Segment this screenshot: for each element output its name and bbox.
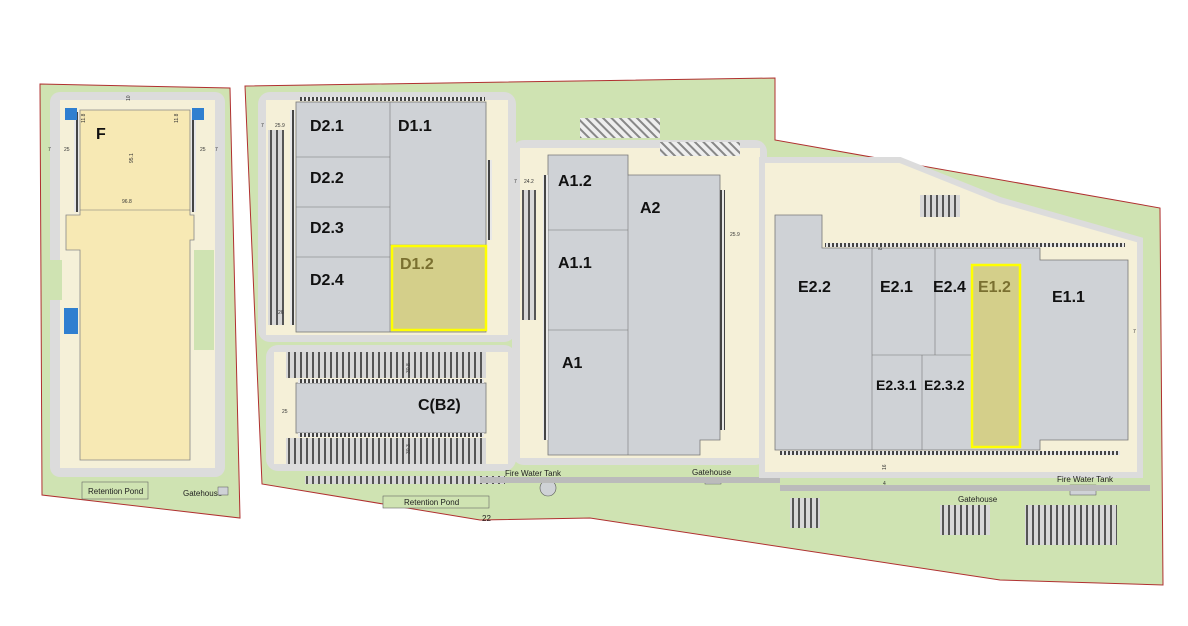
unit-label-c-b2: C(B2) [418, 397, 461, 414]
dim-a-7: 7 [514, 179, 517, 185]
unit-label-e1-1: E1.1 [1052, 289, 1085, 306]
docks-e-top [825, 243, 1125, 247]
docks-f-right [191, 112, 196, 212]
dim-f-7-right: 7 [215, 147, 218, 153]
block-a: A1.2 A2 A1.1 A1 24.2 7 25.9 Fire Water T… [480, 118, 780, 497]
unit-label-a2: A2 [640, 200, 661, 217]
docks-f-left [74, 112, 79, 212]
gatehouse-e-label: Gatehouse [958, 495, 998, 504]
dim-f-25-left: 25 [64, 147, 70, 153]
dim-c-25: 25 [282, 409, 288, 415]
docks-d-left [290, 110, 295, 325]
docks-c-top [298, 379, 484, 383]
retention-pond-c-label: Retention Pond [404, 498, 459, 507]
retention-pond-c [382, 495, 490, 509]
gatehouse-a-label: Gatehouse [692, 468, 732, 477]
parking-c-bottom [286, 438, 486, 464]
gatehouse-f [217, 486, 229, 496]
dim-e-4: 4 [883, 481, 886, 487]
unit-label-d1-2: D1.2 [400, 256, 434, 273]
dim-d-25-9: 25.9 [275, 123, 285, 129]
dim-e-7: 7 [1133, 329, 1136, 335]
docks-d-top [300, 97, 485, 101]
unit-label-e2-1: E2.1 [880, 279, 913, 296]
parking-strip-south [305, 476, 505, 484]
dim-e-22: 22 [482, 514, 491, 523]
unit-label-d2-4: D2.4 [310, 272, 344, 289]
parking-a-top-2 [660, 142, 740, 156]
block-d: D2.1 D1.1 D2.2 D2.3 D2.4 D1.2 25.9 26 7 [258, 92, 516, 342]
dim-d-7: 7 [261, 123, 264, 129]
dim-f-11-8-left: 11.8 [81, 113, 87, 123]
unit-d1-2-highlight [390, 244, 488, 332]
parking-e-south-1 [790, 498, 820, 528]
unit-label-d2-2: D2.2 [310, 170, 344, 187]
block-c: C(B2) 30.8 30.3 25 Retention Pond 22 [266, 345, 516, 523]
dim-a-25-9: 25.9 [730, 232, 740, 238]
unit-label-a1-2: A1.2 [558, 173, 592, 190]
docks-a-right [720, 190, 725, 430]
parking-c-top [286, 352, 486, 378]
unit-label-a1-1: A1.1 [558, 255, 592, 272]
docks-e-bottom [780, 451, 1120, 455]
parking-a-top [580, 118, 660, 138]
unit-e1-2-highlight [970, 263, 1022, 449]
fire-water-tank-e-label: Fire Water Tank [1057, 475, 1114, 484]
dim-f-95-1: 95.1 [129, 153, 135, 163]
unit-label-d1-1: D1.1 [398, 118, 432, 135]
dim-f-11-8-right: 11.8 [174, 113, 180, 123]
unit-label-f: F [96, 126, 106, 143]
unit-label-e1-2: E1.2 [978, 279, 1011, 296]
building-a [547, 154, 721, 456]
building-c [295, 382, 487, 434]
unit-label-a1: A1 [562, 355, 583, 372]
unit-label-e2-2: E2.2 [798, 279, 831, 296]
unit-label-d2-3: D2.3 [310, 220, 344, 237]
office-f-mid [64, 308, 78, 334]
fire-water-tank-a-label: Fire Water Tank [505, 469, 562, 478]
parking-d-left [268, 130, 284, 325]
unit-label-e2-4: E2.4 [933, 279, 966, 296]
building-e [774, 214, 1129, 451]
retention-pond-f-label: Retention Pond [88, 487, 143, 496]
gatehouse-f-label: Gatehouse [183, 489, 223, 498]
parking-e-south-2 [940, 505, 990, 535]
dim-e-16: 16 [882, 464, 888, 470]
retention-pond-f [81, 481, 149, 500]
dim-f-96-8: 96.8 [122, 199, 132, 205]
building-f [65, 109, 195, 461]
docks-a-left [543, 175, 548, 440]
parking-e-south-3 [1025, 505, 1117, 545]
docks-d-right [487, 160, 492, 240]
block-e-green [780, 165, 880, 215]
dim-a-24-2: 24.2 [524, 179, 534, 185]
docks-c-bottom [298, 433, 484, 437]
parking-e-top [920, 195, 960, 217]
dim-f-25-right: 25 [200, 147, 206, 153]
parking-a-left [522, 190, 536, 320]
block-e: E2.2 E2.1 E2.4 E1.2 E1.1 E2.3.1 E2.3.2 8… [759, 157, 1150, 545]
dim-c-30-8: 30.8 [406, 363, 412, 373]
office-f-right [192, 108, 204, 120]
green-f-1 [194, 250, 214, 350]
dim-e-8: 8 [878, 247, 884, 250]
unit-label-e2-3-2: E2.3.2 [924, 377, 965, 393]
plot-f: F 25 25 7 7 95.1 96.8 11.8 11.8 10 Reten… [39, 83, 241, 519]
dim-c-30-3: 30.3 [406, 444, 412, 454]
unit-label-e2-3-1: E2.3.1 [876, 377, 917, 393]
dim-d-26: 26 [278, 310, 284, 316]
unit-label-d2-1: D2.1 [310, 118, 344, 135]
green-f-2 [50, 260, 62, 300]
dim-f-7-left: 7 [48, 147, 51, 153]
office-f-left [65, 108, 77, 120]
dim-f-10: 10 [126, 95, 132, 101]
